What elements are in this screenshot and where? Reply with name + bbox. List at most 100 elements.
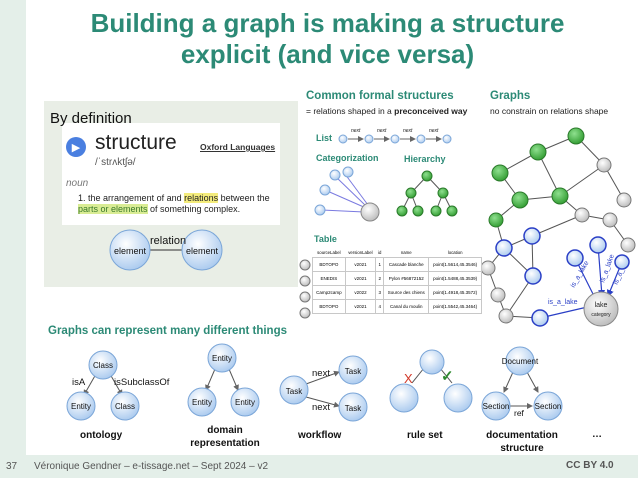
table-header: location [447, 250, 463, 256]
table-header-row: sourceLabel versionLabel id name locatio… [313, 249, 482, 257]
ruleset-label: rule set [407, 430, 443, 441]
sense-text-1: the arrangement of and [88, 193, 185, 203]
cross-icon: X [404, 371, 413, 386]
ontology-label: ontology [80, 430, 123, 441]
table-cell: v2021 [344, 270, 377, 286]
table-cell: BDTOPO [312, 256, 346, 272]
table-row: BDTOPO v2021 1 Cascade blanche point(1.5… [312, 256, 482, 272]
table-cell: point(1.4918,45.3572) [428, 284, 482, 300]
footer-bar [0, 455, 638, 478]
workflow-next-top-label: next [312, 368, 330, 379]
table-header: sourceLabel [317, 250, 341, 256]
examples-heading: Graphs can represent many different thin… [48, 325, 288, 337]
definition-heading: By definition [50, 110, 132, 127]
domain-diagram [187, 343, 260, 417]
more-ellipsis: … [592, 429, 602, 440]
ontology-subclass-label: isSubclassOf [114, 377, 170, 388]
footer-credit: Véronique Gendner – e-tissage.net – Sept… [34, 461, 269, 472]
phonetic-text: /ˈstrʌktʃə/ [95, 157, 136, 168]
list-edge-label-1: next [351, 128, 361, 134]
domain-label-line2: representation [190, 438, 260, 449]
documentation-label-line2: structure [500, 443, 544, 454]
ontology-right-node-label: Class [114, 402, 135, 411]
doc-left-node-label: Section [482, 402, 510, 411]
ontology-left-node-label: Entity [70, 402, 91, 411]
workflow-label: workflow [298, 430, 342, 441]
lake-category-sublabel: category [591, 312, 611, 318]
table-cell: point(1.5488,45.3539) [428, 270, 482, 286]
table-label: Table [314, 234, 337, 244]
formal-structures-heading: Common formal structures [306, 90, 454, 102]
ontology-diagram [66, 350, 140, 421]
doc-right-node-label: Section [534, 402, 562, 411]
table-cell: Canal du moulin [383, 298, 430, 314]
formal-subtitle-bold: preconceived way [394, 106, 468, 116]
table-cell: v2021 [344, 256, 377, 272]
list-diagram [338, 134, 452, 144]
highlight-relations: relations [184, 193, 219, 203]
workflow-diagram [279, 355, 368, 422]
table-header: id [378, 250, 382, 256]
workflow-start-node-label: Task [285, 387, 303, 396]
free-graph-diagram: is_a_lake is_a_lake is_a_lake is_a_lake [480, 127, 636, 327]
workflow-top-node-label: Task [344, 367, 362, 376]
table-cell: 2 [375, 270, 385, 286]
formal-structures-subtitle: = relations shaped in a preconceived way [306, 106, 467, 116]
highlight-parts: parts or elements [78, 204, 148, 214]
documentation-diagram [481, 346, 563, 421]
page-number: 37 [6, 461, 18, 472]
table-cell: BDTOPO [312, 298, 346, 314]
table-row: BDTOPO v2021 4 Canal du moulin point(1.5… [312, 298, 482, 314]
workflow-bottom-node-label: Task [344, 404, 362, 413]
speaker-icon[interactable]: ▶ [66, 137, 86, 157]
table-cell: Camp2camp [312, 284, 346, 300]
ontology-top-node-label: Class [92, 361, 113, 370]
graphs-subtitle: no constrain on relations shape [490, 106, 609, 116]
element-node-right [181, 229, 223, 271]
domain-top-node-label: Entity [211, 354, 232, 363]
list-edge-label-3: next [403, 128, 413, 134]
ruleset-diagram [389, 349, 473, 413]
element-left-label: element [113, 246, 147, 256]
relation-label: relation [150, 235, 187, 247]
table-cell: 4 [375, 298, 385, 314]
dictionary-source-link[interactable]: Oxford Languages [200, 142, 276, 152]
documentation-label-line1: documentation [486, 430, 558, 441]
table-row: Camp2camp v2022 3 Source des chiens poin… [312, 284, 482, 300]
is-a-lake-label-1: is_a_lake [548, 299, 578, 306]
definition-sense: 1. the arrangement of and relations betw… [78, 193, 278, 215]
ontology-isa-label: isA [72, 377, 86, 388]
license-badge: CC BY 4.0 [566, 460, 614, 471]
table-cell: Source des chiens [383, 284, 430, 300]
list-label: List [316, 133, 333, 143]
table-cell: v2021 [344, 298, 377, 314]
table-cell: Pylon #56872152 [383, 270, 430, 286]
doc-top-node-label: Document [501, 357, 539, 366]
table-cell: point(1.5542,45.3464) [428, 298, 482, 314]
title-line-2: explicit (and vice versa) [180, 39, 475, 69]
table-cell: 1 [375, 256, 385, 272]
domain-right-node-label: Entity [234, 398, 255, 407]
table-cell: 3 [375, 284, 385, 300]
element-right-label: element [185, 246, 219, 256]
documentation-label: documentation structure [482, 429, 562, 455]
domain-label: domain representation [190, 424, 260, 450]
workflow-next-bottom-label: next [312, 402, 330, 413]
categorization-diagram [314, 166, 380, 222]
table-header: name [400, 250, 412, 256]
hierarchy-diagram [396, 170, 458, 217]
list-edge-label-2: next [377, 128, 387, 134]
check-icon: ✓ [441, 368, 454, 385]
table-header: versionLabel [348, 250, 373, 256]
table-cell: Cascade blanche [383, 256, 430, 272]
slide-title: Building a graph is making a structure e… [40, 8, 615, 70]
sense-number: 1. [78, 193, 86, 203]
side-strip [0, 0, 26, 455]
categorization-label: Categorization [316, 153, 379, 163]
dictionary-word: structure [95, 131, 177, 154]
sense-text-2: between the [218, 193, 270, 203]
table-row-icons [299, 259, 311, 319]
table-cell: point(1.5614,45.3546) [428, 256, 482, 272]
